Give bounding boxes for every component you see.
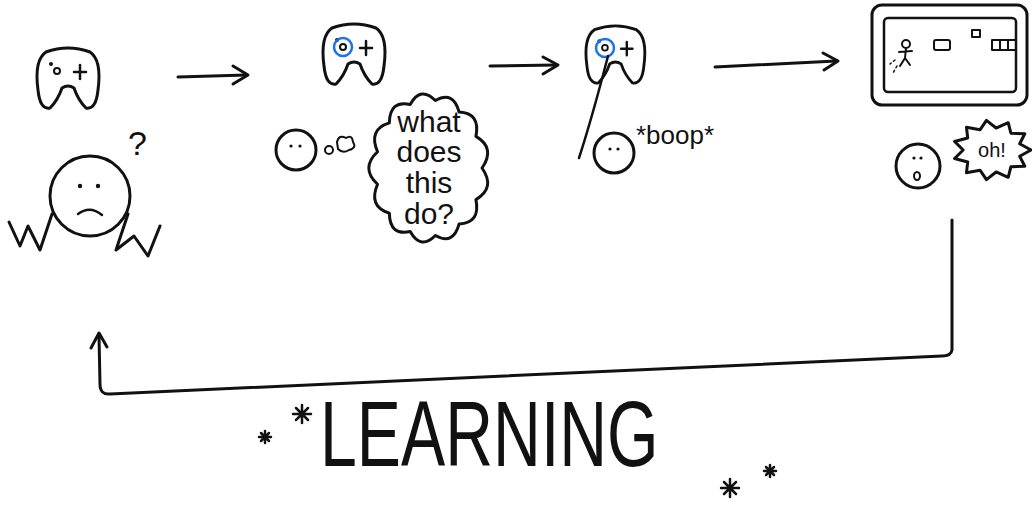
confused-face (9, 156, 160, 256)
note-text: ? (128, 126, 147, 160)
flow-arrow (715, 53, 838, 70)
note-text: *boop* (636, 122, 714, 148)
controller (37, 48, 99, 108)
game-screen (872, 5, 1027, 105)
bubble-outline (369, 94, 488, 242)
pressing-face (579, 56, 634, 173)
title-word: LEARNING (320, 388, 659, 480)
bubble-text: what does this do? (383, 107, 475, 229)
thinking-face (276, 130, 354, 170)
controller (586, 26, 645, 83)
thought-bubble: what does this do? (368, 92, 490, 244)
surprised-face (896, 144, 940, 188)
bubble-text: oh! (962, 140, 1022, 160)
flow-arrow (178, 66, 248, 84)
bubble-outline (955, 120, 1031, 179)
loop-arrow (91, 220, 952, 394)
controller (323, 24, 385, 84)
exclamation-burst: oh! (953, 120, 1031, 180)
flow-arrow (490, 57, 558, 74)
